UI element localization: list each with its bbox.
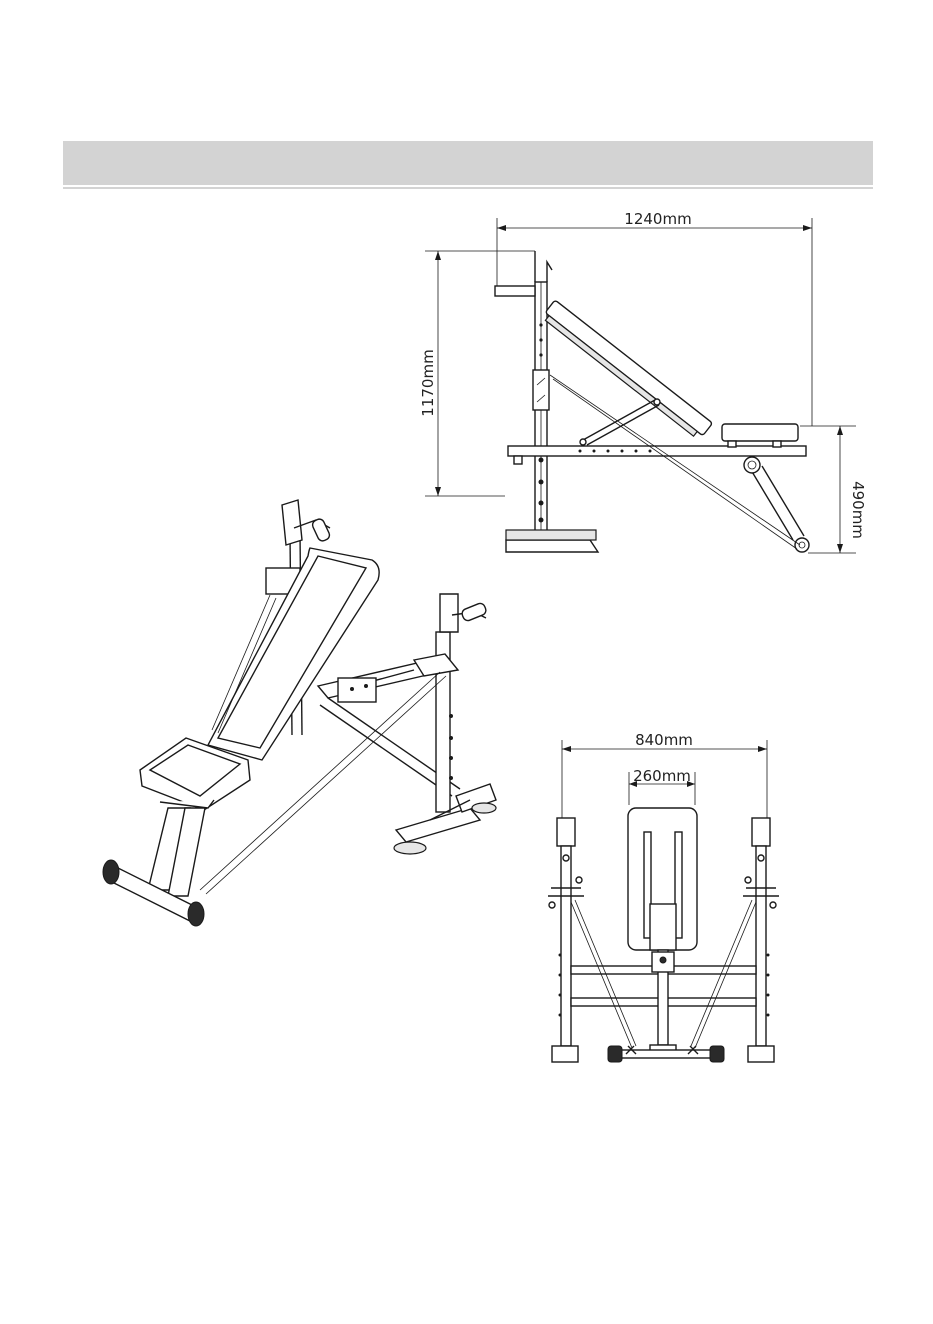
side-view-drawing: 1240mm 1170mm 490mm	[419, 210, 867, 553]
backrest-width-label: 260mm	[633, 767, 691, 785]
height-label: 1170mm	[419, 349, 437, 416]
width-label: 840mm	[635, 731, 693, 749]
front-view-drawing: 840mm 260mm	[548, 731, 779, 1062]
seat-height-dimension: 490mm	[800, 426, 867, 553]
backrest-width-dimension: 260mm	[629, 767, 695, 805]
length-label: 1240mm	[624, 210, 691, 228]
perspective-view-drawing	[103, 500, 496, 926]
seat-height-label: 490mm	[849, 481, 867, 539]
